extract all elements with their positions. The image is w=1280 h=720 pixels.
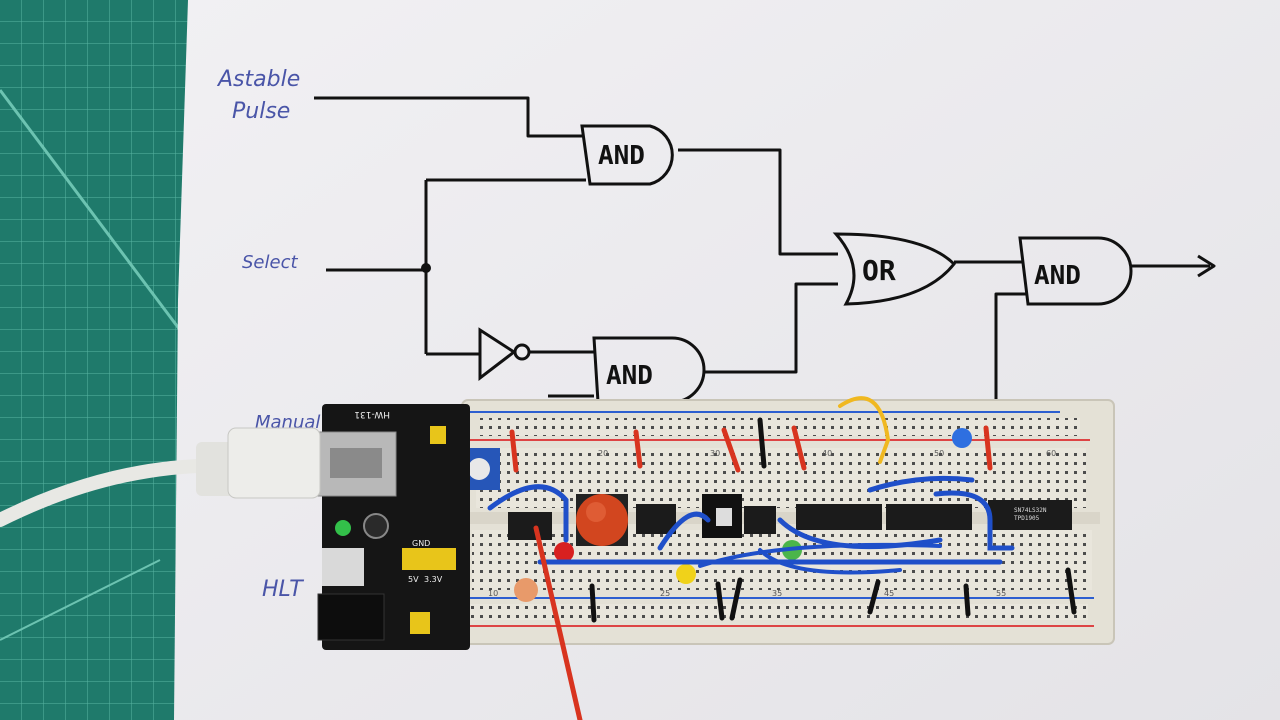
or-gate: OR — [832, 232, 957, 306]
breadboard-col-60: 60 — [1046, 449, 1056, 458]
module-capacitor — [363, 513, 389, 539]
capacitor — [514, 578, 538, 602]
module-33v-label: 3.3V — [424, 575, 443, 584]
or-gate-label: OR — [862, 254, 896, 287]
breadboard-col-55: 55 — [996, 589, 1006, 598]
usb-cable — [0, 427, 321, 527]
junction-dot — [421, 263, 431, 273]
push-button — [576, 494, 628, 546]
label-hlt: HLT — [262, 577, 304, 602]
label-astable: Astable — [216, 67, 300, 92]
breadboard-col-50: 50 — [934, 449, 944, 458]
power-supply-module: HW-131 GND 5V 3.3V — [307, 404, 470, 650]
module-gnd-label: GND — [412, 539, 430, 548]
breadboard-col-25: 25 — [660, 589, 670, 598]
breadboard-col-20: 20 — [598, 449, 608, 458]
and-gate-output: AND — [1018, 236, 1133, 306]
breadboard-col-40: 40 — [822, 449, 832, 458]
short-jumpers — [509, 417, 1077, 623]
breadboard-col-30: 30 — [710, 449, 720, 458]
label-pulse: Pulse — [232, 99, 290, 124]
module-5v-label: 5V — [408, 575, 419, 584]
jumper-wires — [487, 396, 1015, 720]
and-gate-output-label: AND — [1034, 261, 1081, 291]
mat-diagonal-line-2 — [0, 559, 161, 641]
breadboard-col-10: 10 — [488, 589, 498, 598]
and-gate-top-label: AND — [598, 141, 645, 171]
ic-chips: SN74LS32N TPD1905 — [508, 500, 1072, 540]
breadboard-col-45: 45 — [884, 589, 894, 598]
not-gate — [478, 327, 531, 382]
led-blue — [952, 428, 972, 448]
chip-marking-line1: SN74LS32N — [1014, 507, 1047, 514]
label-select: Select — [242, 252, 298, 273]
mat-diagonal-line — [0, 89, 182, 331]
and-gate-top: AND — [580, 124, 674, 186]
module-led — [335, 520, 351, 536]
chip-marking-line2: TPD1905 — [1014, 515, 1040, 522]
breadboard-col-35: 35 — [772, 589, 782, 598]
led-yellow — [676, 564, 696, 584]
breadboard: 20 30 40 50 60 10 25 35 45 55 — [461, 399, 1115, 645]
module-model-label: HW-131 — [354, 409, 390, 419]
led-red — [554, 542, 574, 562]
and-gate-bottom-label: AND — [606, 361, 653, 391]
circuit-wires — [314, 96, 1216, 400]
switch-module — [702, 494, 742, 538]
